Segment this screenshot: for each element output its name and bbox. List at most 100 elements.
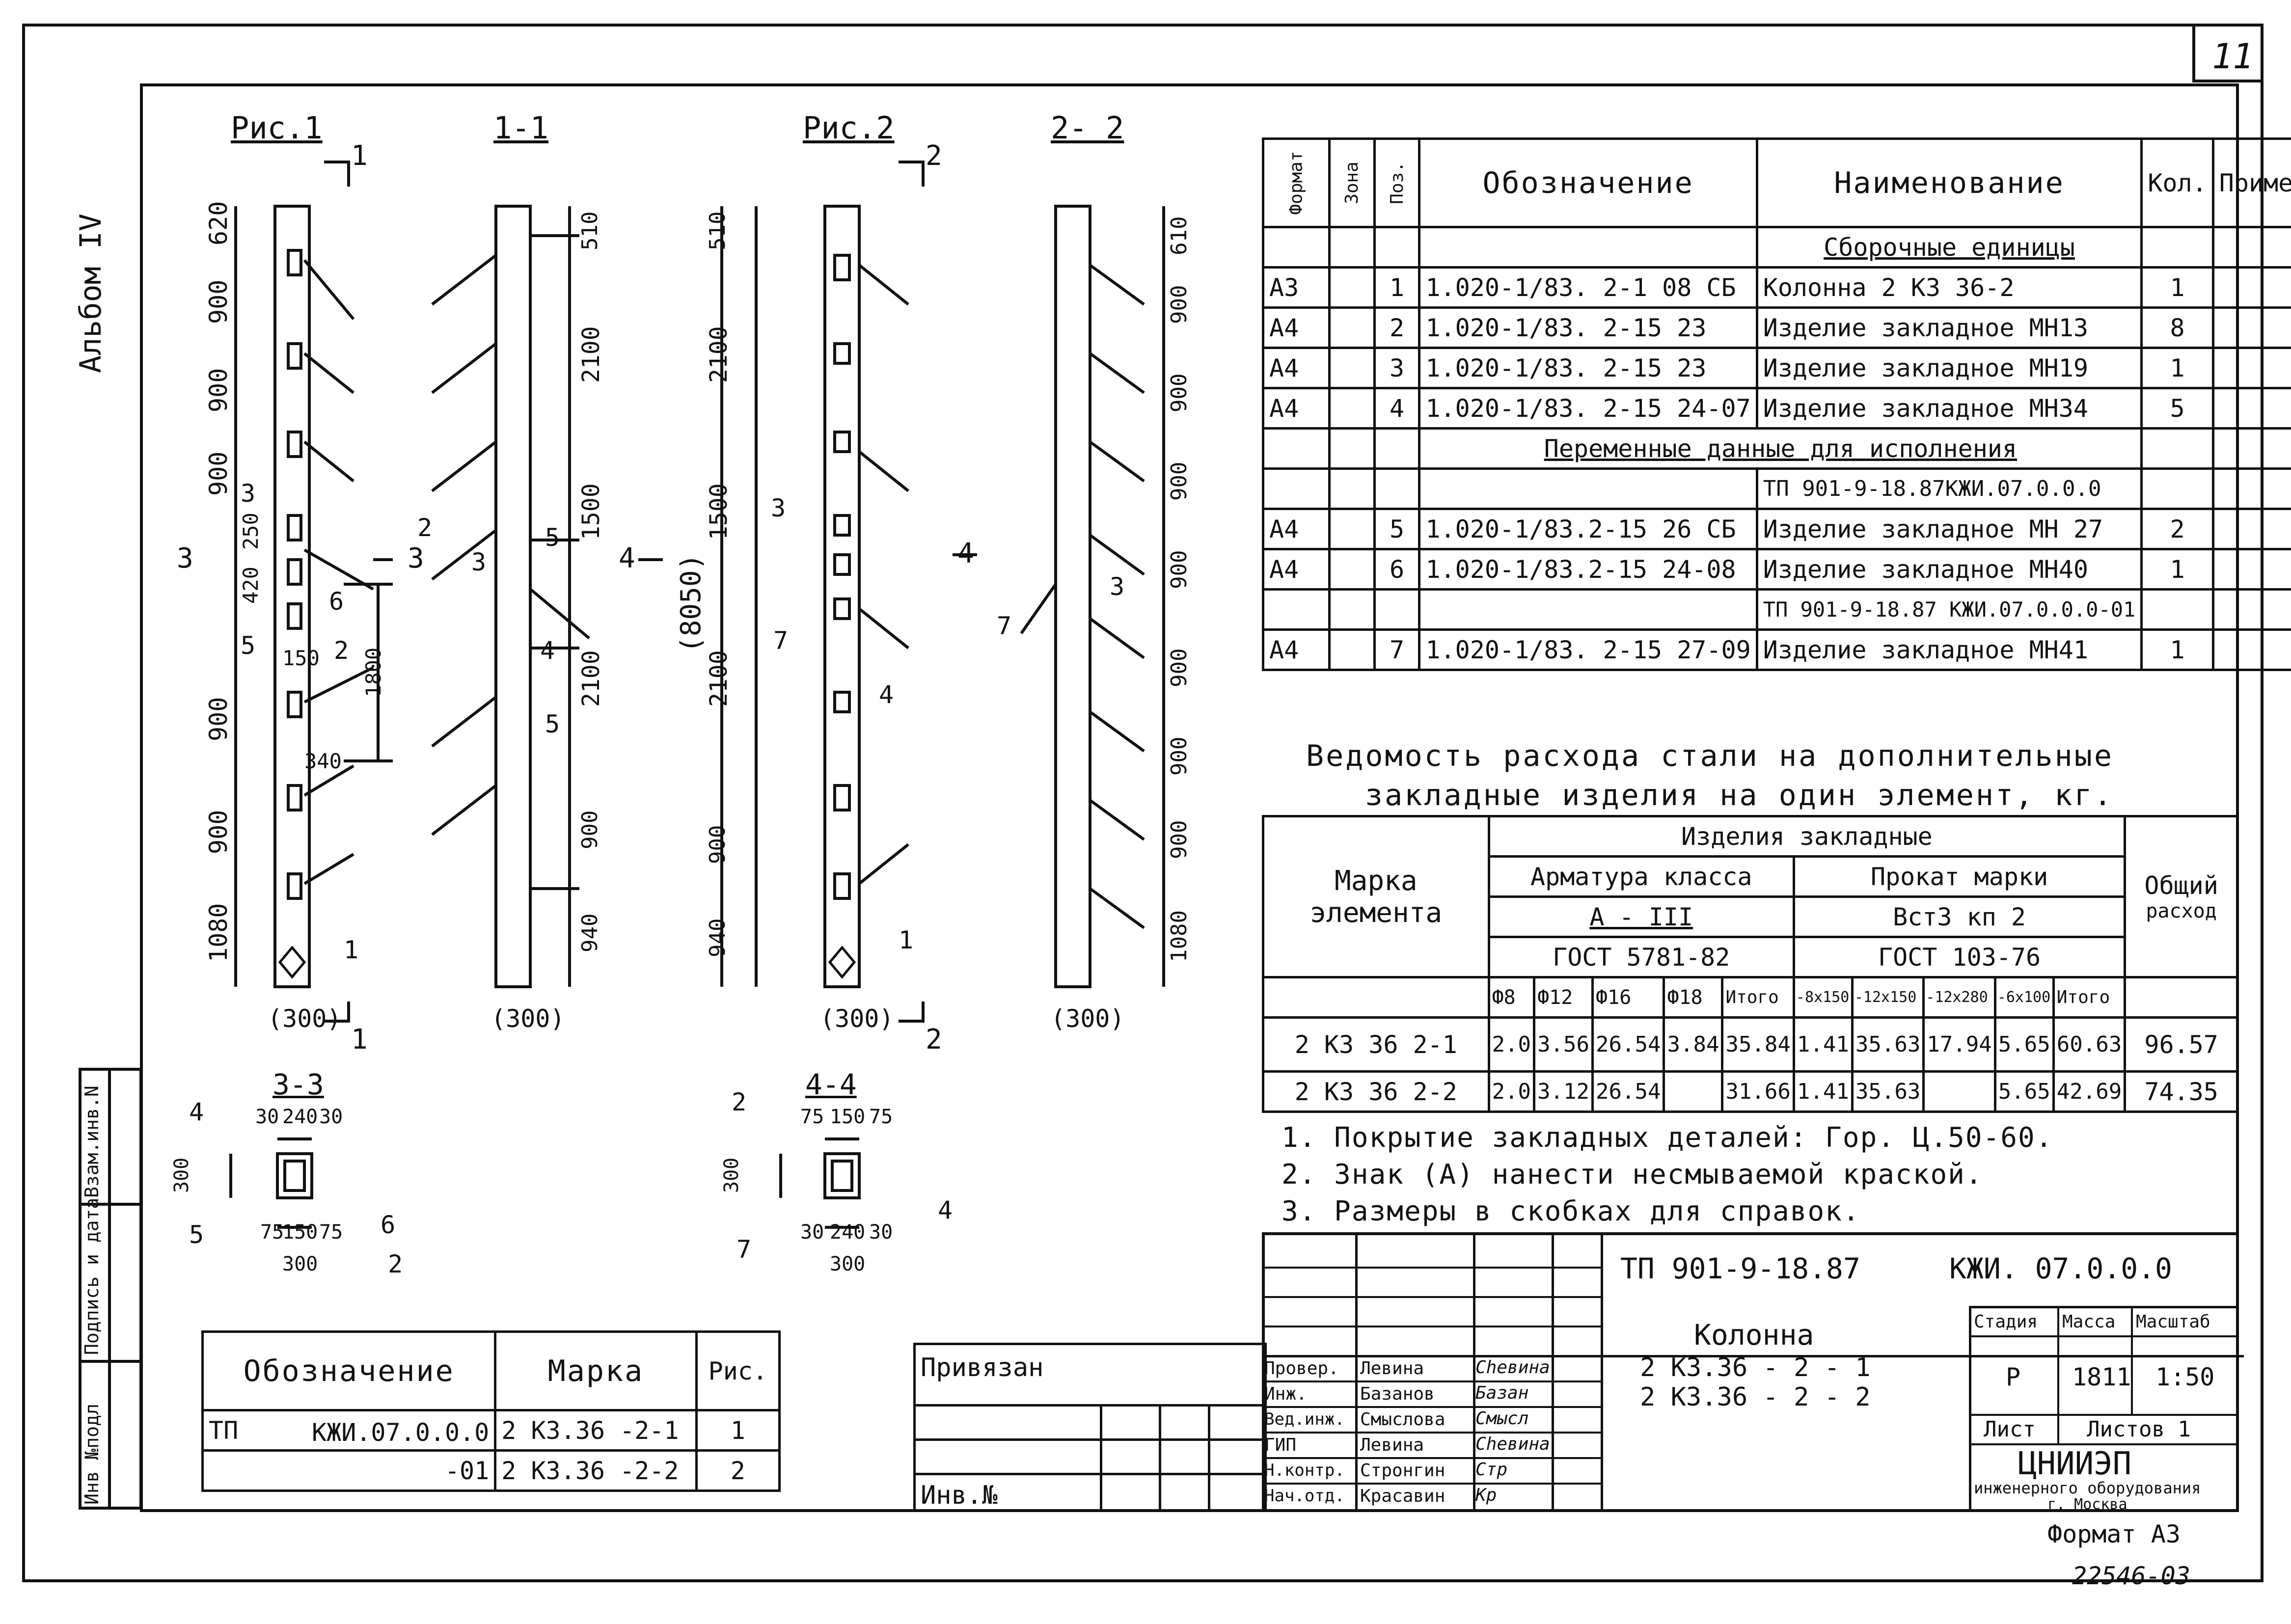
sheet-label: Лист — [1984, 1417, 2036, 1442]
stamp-grid — [2057, 1306, 2059, 1414]
person-name: Базанов — [1360, 1384, 1435, 1404]
org-sub: инженерного оборудования — [1974, 1479, 2201, 1497]
pos-mark: 3 — [1110, 572, 1125, 601]
sec33-dim: 75 — [260, 1221, 284, 1244]
stamp-grid — [1262, 1326, 1601, 1327]
sheet-frame — [22, 24, 2264, 1582]
fig1-dim: 900 — [204, 368, 233, 412]
pos-mark: 3 — [771, 494, 786, 522]
sec33-dim: 300 — [170, 1157, 193, 1193]
steel-title-2: закладные изделия на один элемент, кг. — [1365, 778, 2114, 812]
sec22-title: 2- 2 — [1051, 110, 1124, 146]
sec11-dim: 900 — [577, 810, 602, 849]
fig1-dim: 900 — [204, 697, 233, 741]
stamp-grid — [1262, 1457, 1601, 1459]
spec-h-qty: Кол. — [2140, 137, 2214, 228]
org-name: ЦНИИЭП — [2018, 1446, 2132, 1482]
mark-table: Обозначение Марка Рис. ТП КЖИ.07.0.0.0 2… — [201, 1330, 781, 1492]
project-code: ТП 901-9-18.87 — [1620, 1252, 1860, 1285]
stamp-grid — [1969, 1443, 2239, 1445]
person-name: Левина — [1360, 1435, 1424, 1455]
fig1-dim: 900 — [204, 451, 233, 496]
sec11-column — [494, 205, 532, 988]
sec22-dim: 900 — [1167, 373, 1192, 412]
pos-mark: 4 — [189, 1098, 204, 1126]
table-row: 2 К3 36 2-1 2.0 3.56 26.54 3.84 35.84 1.… — [1262, 1016, 2239, 1073]
pos-mark: 6 — [329, 587, 344, 616]
sec33-dim: 30 — [255, 1106, 279, 1128]
title-stamp — [1262, 1232, 2239, 1512]
stamp-grid — [2131, 1306, 2133, 1414]
sheets-label: Листов 1 — [2087, 1417, 2191, 1442]
product-name: Колонна — [1694, 1318, 1814, 1352]
tied-grid — [913, 1473, 1267, 1475]
stamp-grid — [1969, 1335, 2239, 1337]
steel-h-total-1: Общий — [2144, 871, 2218, 900]
spec-variant-code: ТП 901-9-18.87 КЖИ.07.0.0.0-01 — [1755, 588, 2143, 631]
steel-h-rebar-gost: ГОСТ 5781-82 — [1487, 936, 1795, 978]
steel-h-rolled-grade: Вст3 кп 2 — [1792, 895, 2127, 938]
width-fig1: (300) — [268, 1004, 342, 1033]
tied-grid — [913, 1404, 1267, 1407]
sec44-dim: 75 — [869, 1106, 893, 1128]
mass-value: 1811 — [2072, 1363, 2131, 1391]
fig2-title: Рис.2 — [803, 110, 895, 146]
person-role: ГИП — [1264, 1435, 1297, 1455]
stamp-grid — [1262, 1296, 1601, 1298]
fig1-small: 250 — [239, 513, 263, 550]
steel-table: Марка элемента Изделия закладные Общий р… — [1262, 815, 2239, 1113]
fig2-dim: 510 — [705, 211, 730, 250]
doc-code: КЖИ. 07.0.0.0 — [1949, 1252, 2172, 1285]
stamp-grid — [1552, 1232, 1554, 1512]
mark-h-designation: Обозначение — [201, 1330, 497, 1411]
sheet-number-box — [2192, 24, 2264, 82]
spec-h-zone: Зона — [1341, 162, 1362, 204]
fig1-small: 420 — [239, 567, 263, 604]
fig1-title: Рис.1 — [231, 110, 323, 146]
product-mark-2: 2 К3.36 - 2 - 2 — [1640, 1382, 1871, 1412]
cut3-mark: 3 — [408, 542, 424, 574]
sec44-dim: 300 — [720, 1157, 743, 1193]
steel-h-rebar-class: А - III — [1487, 895, 1795, 938]
fig1-dim: 900 — [204, 810, 233, 854]
sec44-title: 4-4 — [805, 1068, 857, 1101]
pos-mark: 2 — [334, 636, 349, 665]
sec44-dim: 30 — [869, 1221, 893, 1244]
pos-mark: 7 — [736, 1235, 752, 1264]
cut2-bottom: 2 — [926, 1024, 942, 1056]
person-role: Инж. — [1264, 1384, 1307, 1404]
pos-mark: 7 — [773, 626, 789, 655]
cut4-mark-b: 4 — [957, 538, 974, 569]
steel-h-rolled: Прокат марки — [1792, 855, 2127, 898]
steel-h-rolled-gost: ГОСТ 103-76 — [1792, 936, 2127, 978]
note-2: 2. Знак (А) нанести несмываемой краской. — [1282, 1159, 1983, 1191]
spec-h-format: Формат — [1286, 151, 1307, 215]
column-drawings — [229, 161, 1165, 1229]
fig2-dim: 900 — [705, 825, 730, 864]
person-role: Н.контр. — [1264, 1461, 1345, 1480]
sign-a-fig2 — [828, 946, 856, 979]
pos-mark: 5 — [545, 523, 560, 552]
table-row: 2 К3 36 2-2 2.0 3.12 26.54 31.66 1.41 35… — [1262, 1070, 2239, 1113]
pos-mark: 1 — [899, 926, 914, 954]
spec-table: Формат Зона Поз. Обозначение Наименовани… — [1261, 137, 2291, 671]
steel-h-embedded: Изделия закладные — [1487, 815, 2127, 858]
pos-mark: 3 — [471, 548, 487, 576]
sec33-dim: 240 — [282, 1106, 318, 1128]
fig1-dim: 620 — [204, 201, 233, 245]
sec22-dim: 900 — [1167, 736, 1192, 776]
cut1-top: 1 — [351, 140, 368, 172]
steel-h-total-2: расход — [2146, 899, 2217, 922]
tied-grid — [1100, 1404, 1102, 1512]
person-name: Стронгин — [1360, 1461, 1446, 1481]
sec44-dim: 240 — [830, 1221, 866, 1244]
sec33-dim: 300 — [282, 1253, 318, 1275]
stamp-grid — [1969, 1306, 2239, 1308]
table-row: -01 2 К3.36 -2-2 2 — [201, 1449, 781, 1492]
sign-a-fig1 — [278, 946, 306, 979]
